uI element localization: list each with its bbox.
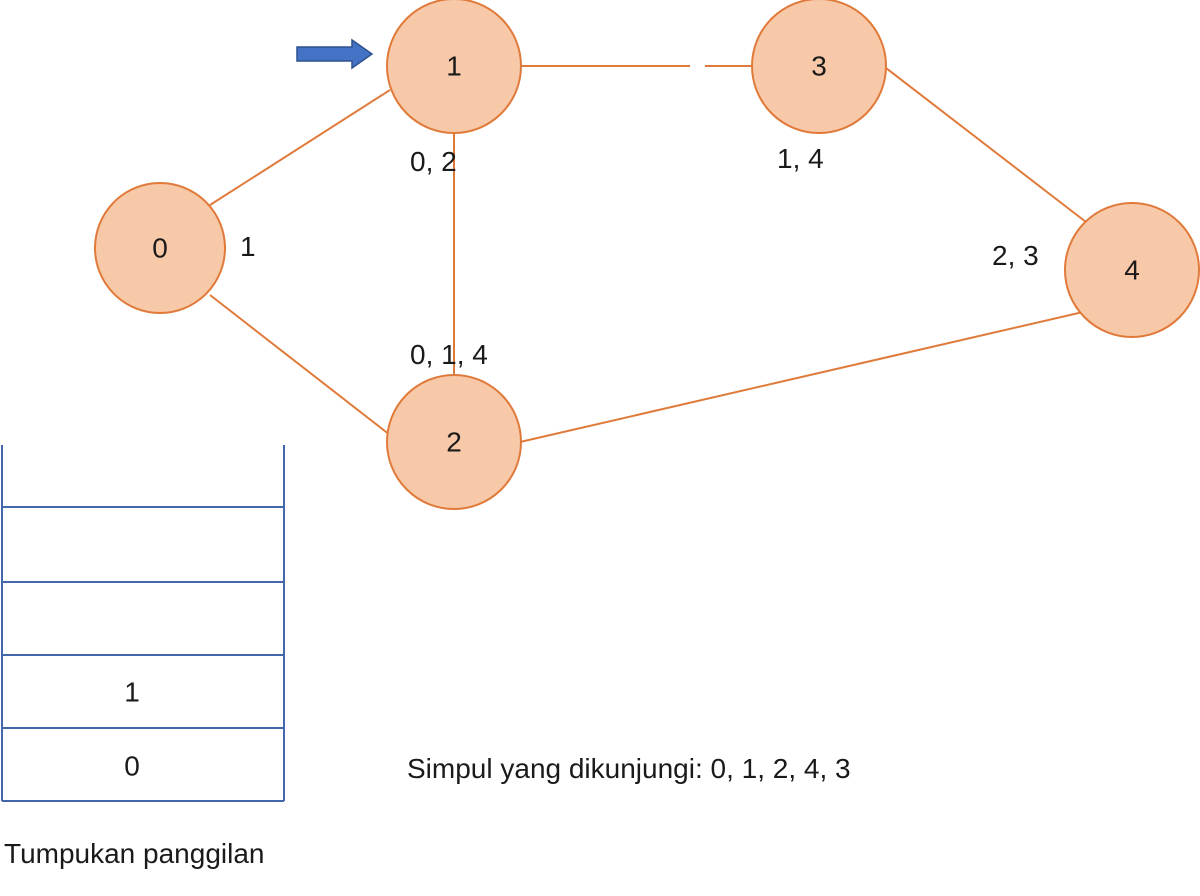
current-node-arrow-icon: [296, 38, 374, 70]
adjacency-label-0: 1: [240, 231, 256, 262]
edge-3-4: [885, 67, 1087, 223]
stack-cell: 0: [124, 751, 140, 782]
adjacency-label-4: 2, 3: [992, 240, 1039, 271]
adjacency-label-3: 1, 4: [777, 143, 824, 174]
adjacency-label-2: 0, 1, 4: [410, 339, 488, 370]
node-4: 4: [1064, 202, 1200, 338]
edge-0-1: [209, 89, 391, 206]
node-3-label: 3: [811, 51, 827, 82]
node-1: 1: [386, 0, 522, 134]
node-2-circle: [386, 374, 522, 510]
stack-caption: Tumpukan panggilan: [4, 838, 264, 869]
node-4-label: 4: [1124, 255, 1140, 286]
node-0-circle: [94, 182, 226, 314]
edges: [209, 65, 1087, 443]
node-2-label: 2: [446, 427, 462, 458]
edge-0-2: [209, 294, 391, 436]
node-3-circle: [751, 0, 887, 134]
node-3: 3: [751, 0, 887, 134]
adjacency-label-1: 0, 2: [410, 146, 457, 177]
node-2: 2: [386, 374, 522, 510]
node-0-label: 0: [152, 233, 168, 264]
node-0: 0: [94, 182, 226, 314]
node-1-circle: [386, 0, 522, 134]
node-4-circle: [1064, 202, 1200, 338]
node-1-label: 1: [446, 51, 462, 82]
call-stack: 1 0: [1, 445, 285, 802]
visited-nodes-text: Simpul yang dikunjungi: 0, 1, 2, 4, 3: [407, 753, 851, 784]
edge-2-4: [519, 311, 1084, 443]
stack-cell: 1: [124, 677, 140, 708]
